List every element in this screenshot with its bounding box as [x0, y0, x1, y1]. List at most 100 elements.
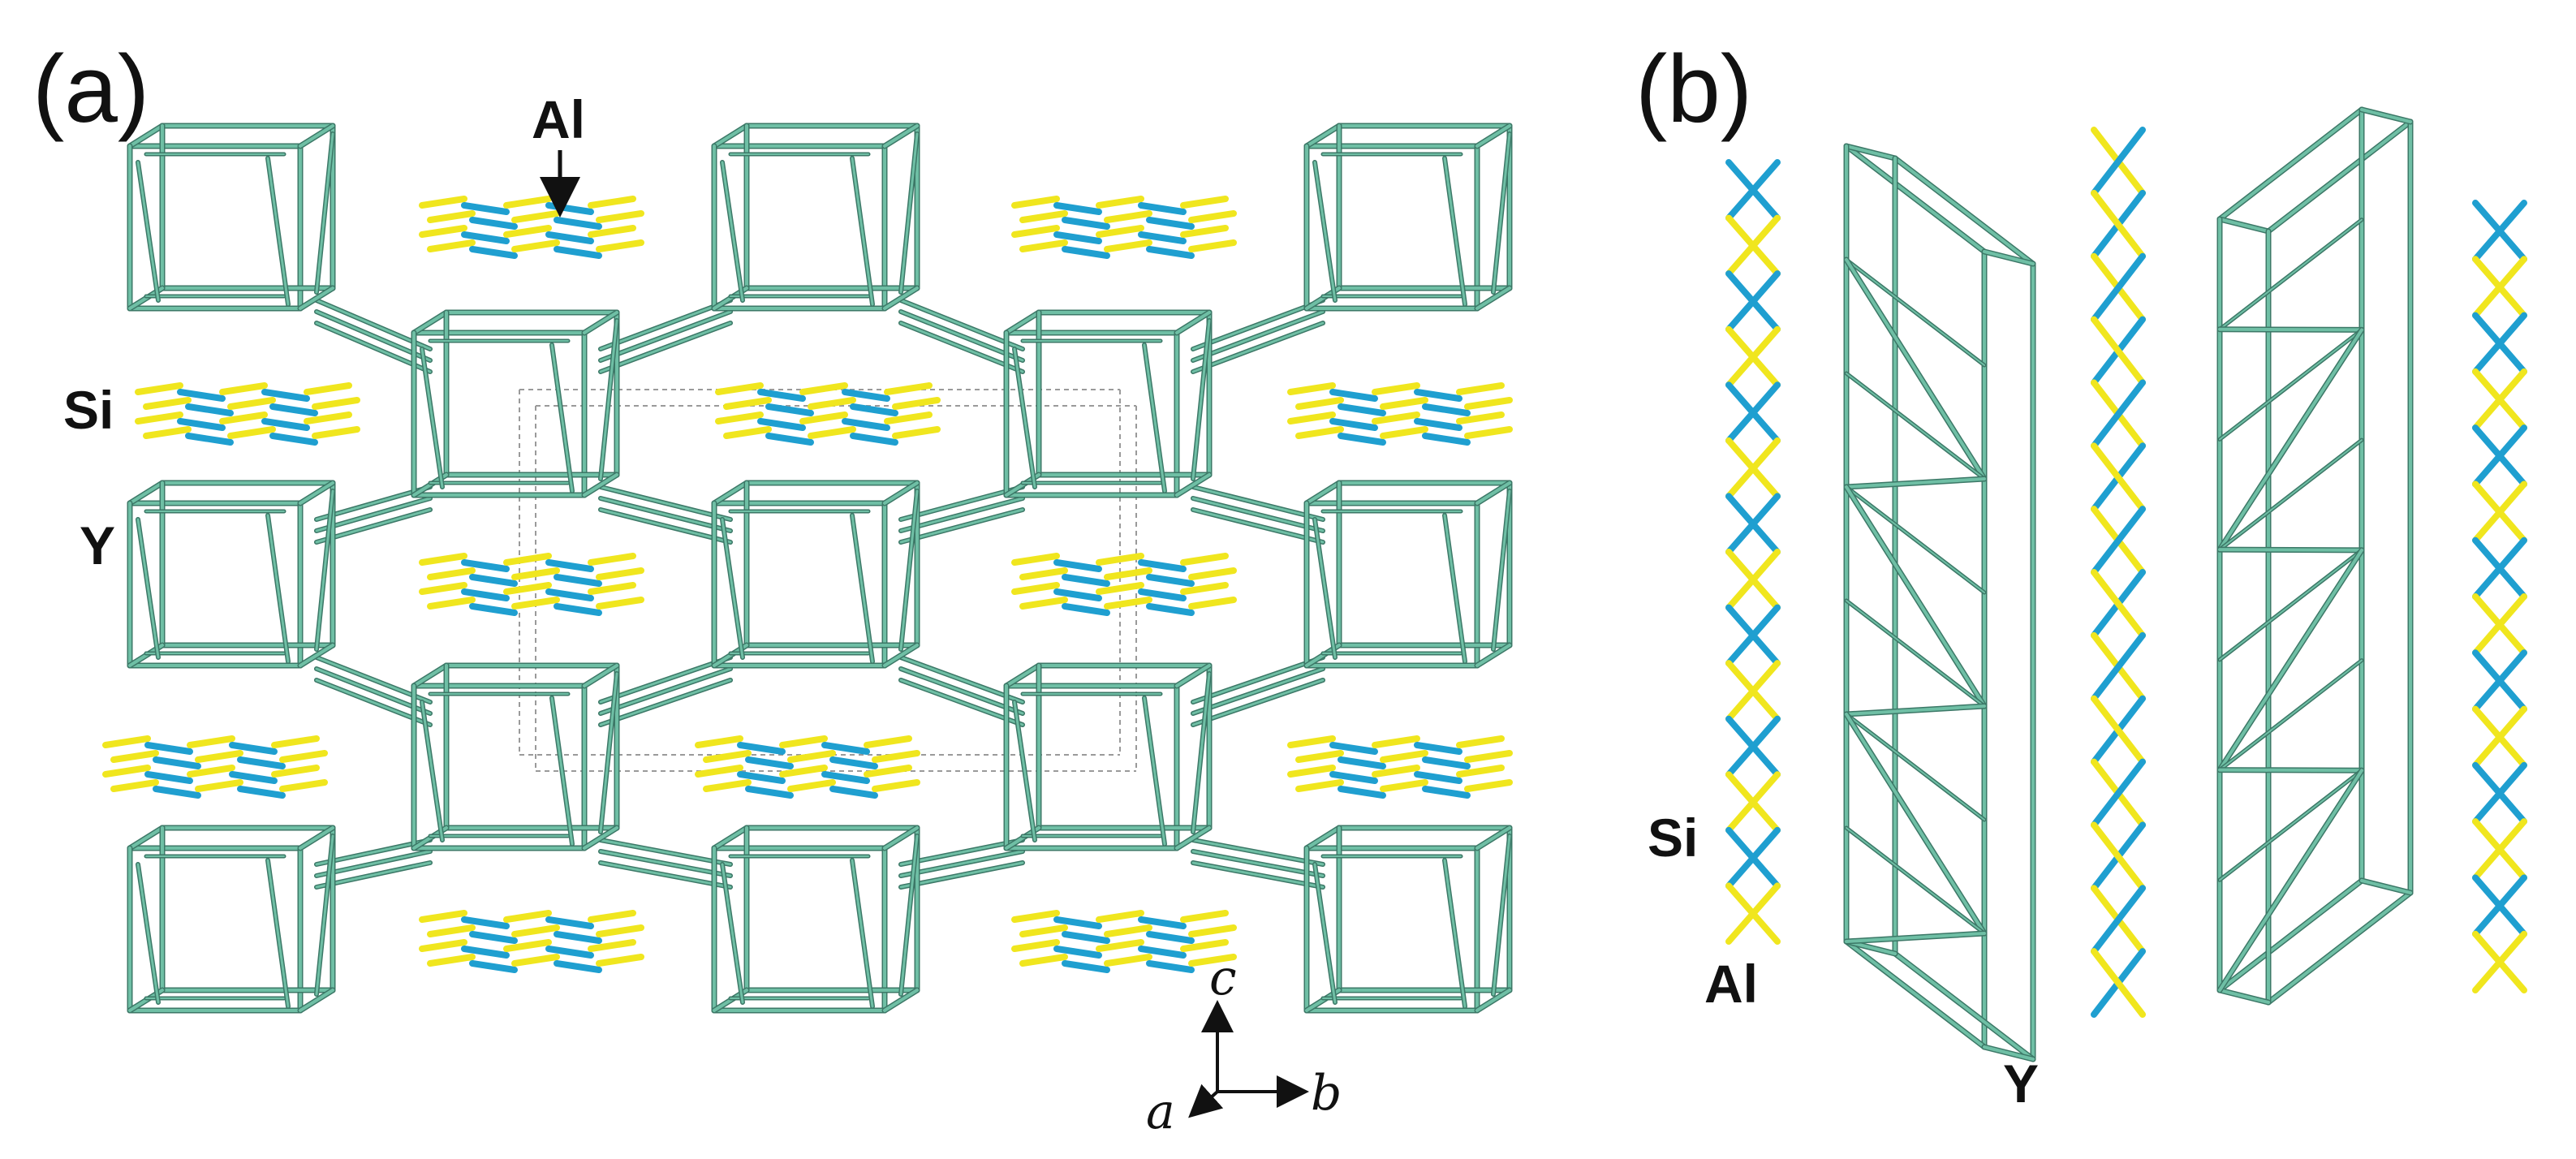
chain-bond — [588, 939, 636, 952]
chain-bond — [1062, 603, 1110, 616]
chain-bond — [1329, 418, 1378, 431]
cage-diagonal — [899, 834, 919, 996]
cage-edge — [583, 664, 618, 687]
chain-bond — [1180, 196, 1229, 209]
si-label: Si — [63, 380, 114, 440]
chain-bond — [1295, 779, 1344, 792]
chain-bond — [872, 750, 920, 763]
chain-bond — [135, 382, 183, 395]
chain-bond — [304, 382, 352, 395]
zigzag-bond — [2091, 569, 2146, 639]
zigzag-bond — [2091, 821, 2146, 892]
chain-bond — [469, 960, 518, 973]
chain-bond — [545, 231, 594, 244]
chain-bond — [1096, 553, 1144, 566]
cage-edge — [299, 826, 334, 850]
column-edge — [2360, 108, 2412, 123]
cage-diagonal — [1013, 347, 1036, 489]
chain-bond — [1329, 742, 1378, 755]
chain-bond — [1287, 735, 1336, 748]
chain-bond — [187, 735, 235, 748]
connector-bond — [899, 299, 1024, 351]
chain-bond — [554, 246, 602, 259]
chain-bond — [1414, 742, 1462, 755]
chain-bond — [227, 397, 276, 410]
cage-diagonal — [1443, 859, 1467, 1008]
zigzag-bond — [2091, 127, 2146, 196]
chain-bond — [1138, 231, 1187, 244]
chain-bond — [177, 418, 226, 431]
chain-bond — [554, 960, 602, 973]
chain-bond — [1146, 960, 1195, 973]
chain-bond — [1146, 931, 1195, 944]
cage-diagonal — [315, 132, 334, 294]
zigzag-bond — [1725, 381, 1781, 444]
chain-bond — [588, 225, 636, 238]
connector-bond — [599, 310, 732, 362]
chain-bond — [187, 765, 235, 778]
chain-bond — [1422, 403, 1471, 416]
connector-bond — [899, 861, 1024, 889]
chain-bond — [427, 567, 476, 580]
cage-diagonal — [550, 343, 574, 493]
chain-bond — [1456, 411, 1505, 424]
chain-bond — [419, 553, 467, 566]
chain-bond — [237, 786, 286, 799]
chain-bond — [1138, 559, 1187, 572]
chain-bond — [219, 382, 268, 395]
cage-edge — [1305, 481, 1341, 505]
cage-edge — [128, 481, 164, 505]
chain-bond — [1011, 196, 1060, 209]
connector-bond — [599, 667, 732, 715]
chain-bond — [737, 771, 786, 784]
column-rung — [2219, 549, 2363, 661]
cage-diagonal — [721, 518, 744, 659]
chain-bond — [427, 954, 476, 967]
connector-bond — [599, 838, 732, 866]
connector-bond — [599, 299, 732, 351]
cage-edge — [1305, 124, 1341, 148]
panel-b: (b) Si Al Y — [1635, 36, 2527, 1114]
chain-bond — [511, 239, 560, 252]
chain-bond — [279, 750, 328, 763]
chain-bond — [195, 779, 243, 792]
chain-bond — [821, 742, 870, 755]
cage-edge — [1475, 481, 1511, 505]
connector-bond — [1191, 838, 1325, 866]
chain-bond — [1180, 939, 1229, 952]
cage-edge — [1475, 287, 1511, 310]
chain-bond — [1053, 946, 1102, 959]
chain-bond — [715, 382, 764, 395]
chain-bond — [1096, 225, 1144, 238]
chain-bond — [1287, 765, 1336, 778]
chain-bond — [503, 582, 552, 595]
zigzag-bond — [2472, 593, 2527, 657]
cage-diagonal — [420, 700, 444, 842]
zigzag-bond — [1725, 214, 1781, 278]
column-edge — [2218, 879, 2363, 992]
chain-bond — [503, 939, 552, 952]
column-diagonal — [1845, 713, 1986, 935]
cage-edge — [883, 644, 919, 667]
cage-edge — [883, 287, 919, 310]
chain-bond — [1329, 771, 1378, 784]
chain-bond — [144, 742, 193, 755]
chain-bond — [419, 939, 467, 952]
chain-bond — [799, 382, 848, 395]
cage-diagonal — [315, 834, 334, 996]
chain-bond — [695, 735, 743, 748]
cage-edge — [299, 989, 334, 1012]
column-rung — [1846, 600, 1985, 707]
chain-bond — [511, 597, 560, 610]
chain-bond — [588, 582, 636, 595]
column-rung — [1846, 373, 1985, 480]
chain-bond — [279, 779, 328, 792]
column-edge — [2218, 218, 2270, 233]
chain-bond — [1104, 924, 1152, 937]
zigzag-bond — [1725, 325, 1781, 389]
zigzag-bond — [1725, 660, 1781, 722]
chain-bond — [1019, 954, 1068, 967]
connector-bond — [899, 667, 1024, 715]
connector-bond — [899, 497, 1024, 532]
